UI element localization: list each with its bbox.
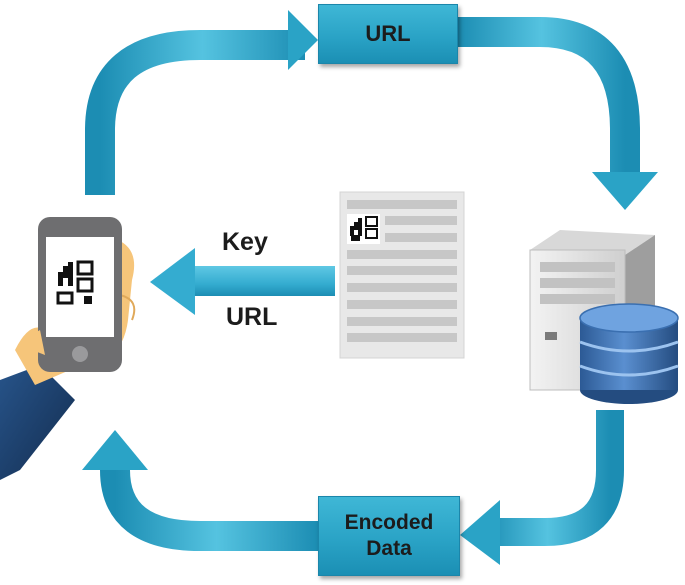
arrow-server-to-encoded <box>460 410 624 565</box>
key-label: Key <box>222 228 268 256</box>
url-box-label: URL <box>365 21 411 46</box>
encoded-data-line1: Encoded <box>344 510 434 534</box>
database-icon <box>579 303 679 404</box>
smartphone-icon <box>38 217 122 372</box>
arrow-document-to-phone <box>150 248 335 315</box>
encoded-data-line2: Data <box>366 537 412 560</box>
hand-with-phone <box>0 217 136 480</box>
arrow-phone-to-url <box>85 10 318 195</box>
arrow-encoded-to-phone <box>82 430 318 551</box>
encoded-data-box: Encoded Data <box>318 496 460 576</box>
url-side-label: URL <box>226 303 278 331</box>
document-icon <box>339 191 465 359</box>
arrow-url-to-server <box>458 17 658 210</box>
qr-code-icon <box>347 214 380 244</box>
url-box: URL <box>318 4 458 64</box>
